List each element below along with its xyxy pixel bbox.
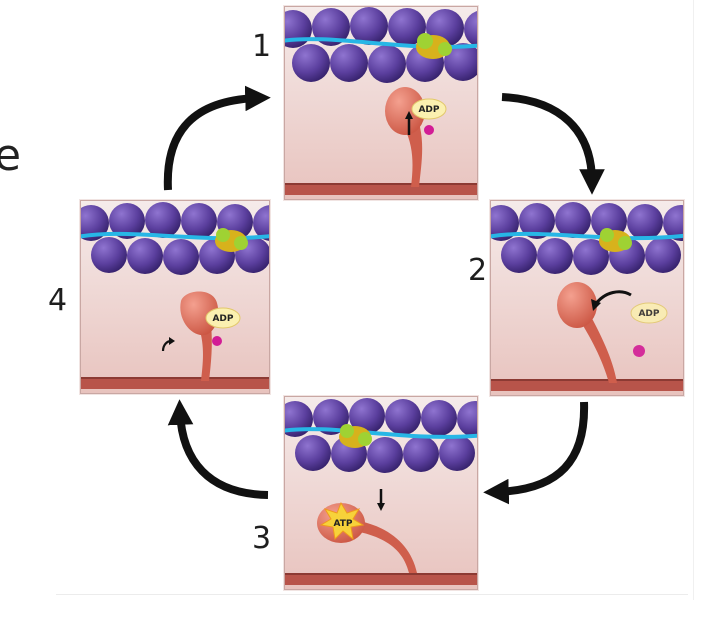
- troponin-complex: [339, 424, 372, 448]
- edge-text-fragment: e: [0, 130, 22, 181]
- bottom-divider: [56, 594, 688, 595]
- phosphate-icon: [633, 345, 645, 357]
- tropomyosin-strand: [491, 231, 683, 241]
- thick-filament: [285, 575, 477, 585]
- thick-filament: [81, 379, 269, 389]
- svg-text:ATP: ATP: [333, 519, 352, 529]
- step-number-4: 4: [48, 283, 68, 318]
- myosin-neck: [199, 325, 212, 381]
- myosin-head: [385, 87, 425, 135]
- thick-filament: [491, 381, 683, 391]
- actin-filament: [491, 202, 683, 275]
- adp-badge: ADP: [205, 307, 241, 329]
- atp-burst-icon: ATP: [319, 501, 365, 541]
- adp-badge: ADP: [630, 302, 668, 324]
- step-number-2: 2: [468, 253, 488, 288]
- myosin-neck: [403, 123, 423, 187]
- cycle-arrow-icon: [167, 399, 269, 499]
- troponin-complex: [416, 33, 452, 59]
- svg-text:ADP: ADP: [418, 105, 439, 115]
- panel-step-2: ADP: [490, 200, 684, 396]
- step-number-3: 3: [252, 521, 272, 556]
- tropomyosin-strand: [81, 231, 269, 241]
- right-divider: [693, 0, 694, 600]
- panel-step-1: ADP: [284, 6, 478, 200]
- cycle-arrow-icon: [163, 85, 271, 191]
- svg-text:ADP: ADP: [212, 314, 233, 324]
- svg-text:ADP: ADP: [638, 309, 659, 319]
- cycle-arrow-icon: [483, 401, 589, 505]
- tropomyosin-strand: [285, 427, 477, 439]
- cycle-arrow-icon: [501, 93, 605, 195]
- panel-step-4: ADP: [80, 200, 270, 394]
- panel-step-3: ATP: [284, 396, 478, 590]
- thick-filament: [285, 185, 477, 195]
- tropomyosin-strand: [285, 37, 477, 49]
- myosin-head: [180, 291, 219, 336]
- myosin-neck: [575, 309, 617, 383]
- phosphate-icon: [212, 336, 222, 346]
- phosphate-icon: [424, 125, 434, 135]
- adp-badge: ADP: [411, 98, 447, 120]
- myosin-head: [557, 282, 597, 328]
- myosin-neck: [355, 521, 417, 573]
- step-number-1: 1: [252, 29, 272, 64]
- troponin-complex: [599, 228, 632, 252]
- troponin-complex: [215, 228, 248, 252]
